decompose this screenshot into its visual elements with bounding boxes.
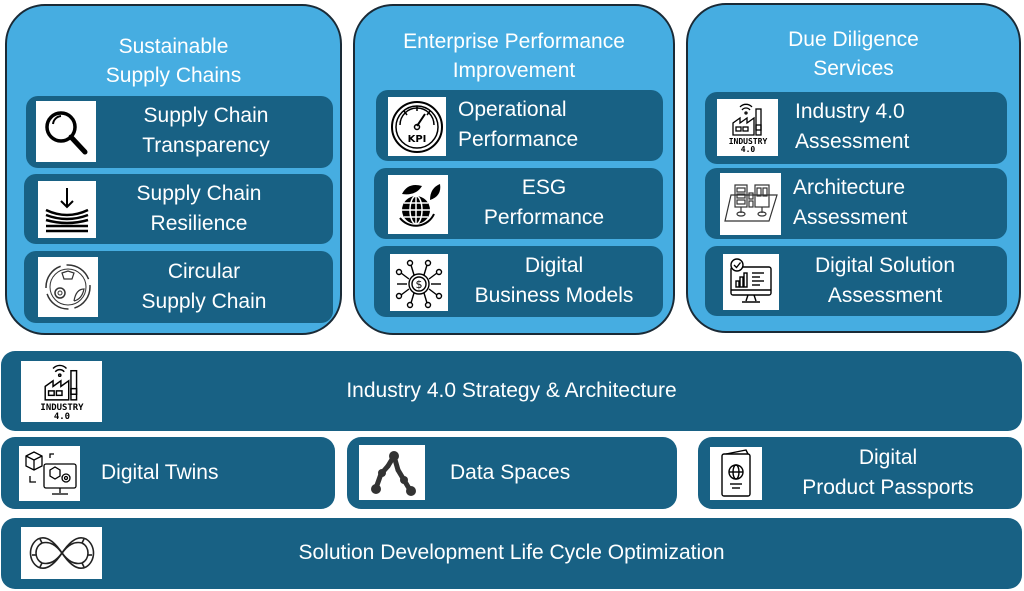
pillar-title: Enterprise Performance Improvement bbox=[403, 30, 625, 82]
pillar-title: Sustainable Supply Chains bbox=[105, 35, 242, 87]
svg-text:KPI: KPI bbox=[408, 134, 427, 145]
card-digital-business-models[interactable]: $ Digital Business Models bbox=[374, 246, 663, 317]
card-label: Architecture Assessment bbox=[793, 176, 908, 229]
magnifier-icon bbox=[36, 101, 96, 162]
digital-dollar-icon: $ bbox=[390, 254, 448, 311]
pillar-title: Due Diligence Services bbox=[788, 28, 919, 80]
card-label: Industry 4.0 Assessment bbox=[795, 100, 910, 153]
pillar-enterprise-performance: Enterprise Performance Improvement KPI O… bbox=[353, 4, 675, 335]
card-circular-supply-chain[interactable]: Circular Supply Chain bbox=[24, 251, 333, 323]
architecture-icon bbox=[720, 173, 781, 235]
svg-text:INDUSTRY: INDUSTRY bbox=[728, 137, 767, 146]
card-label: Supply Chain Resilience bbox=[136, 182, 262, 235]
bar-label: Data Spaces bbox=[450, 461, 571, 484]
dashboard-monitor-icon bbox=[723, 254, 779, 310]
svg-text:4.0: 4.0 bbox=[740, 145, 755, 153]
pillar-sustainable-supply-chains: Sustainable Supply Chains Supply Chain T… bbox=[5, 4, 342, 335]
resilience-icon bbox=[38, 181, 96, 238]
digital-twin-icon bbox=[19, 446, 80, 501]
bar-label: Digital Product Passports bbox=[802, 446, 974, 499]
card-label: Supply Chain Transparency bbox=[142, 104, 270, 157]
card-label: Circular Supply Chain bbox=[141, 260, 267, 313]
bar-digital-twins[interactable]: Digital Twins bbox=[1, 437, 335, 509]
network-nodes-icon bbox=[359, 445, 425, 500]
bar-label: Digital Twins bbox=[101, 461, 219, 484]
card-supply-chain-resilience[interactable]: Supply Chain Resilience bbox=[24, 174, 333, 244]
bar-label: Solution Development Life Cycle Optimiza… bbox=[298, 541, 725, 564]
esg-globe-icon bbox=[388, 175, 448, 234]
card-label: Digital Business Models bbox=[474, 254, 634, 307]
svg-text:4.0: 4.0 bbox=[53, 411, 69, 419]
bar-label: Industry 4.0 Strategy & Architecture bbox=[346, 379, 677, 402]
card-label: Operational Performance bbox=[458, 98, 579, 151]
bar-digital-product-passports[interactable]: Digital Product Passports bbox=[698, 437, 1022, 509]
svg-text:INDUSTRY: INDUSTRY bbox=[40, 402, 84, 412]
kpi-gauge-icon: KPI bbox=[388, 97, 446, 156]
card-architecture-assessment[interactable]: Architecture Assessment bbox=[705, 168, 1007, 239]
svg-text:$: $ bbox=[416, 278, 423, 291]
bar-lifecycle-optimization[interactable]: Solution Development Life Cycle Optimiza… bbox=[1, 518, 1022, 589]
card-label: Digital Solution Assessment bbox=[814, 254, 956, 307]
infinity-loop-icon bbox=[21, 527, 102, 579]
card-operational-performance[interactable]: KPI Operational Performance bbox=[376, 90, 663, 161]
card-esg-performance[interactable]: ESG Performance bbox=[374, 168, 663, 239]
passport-icon bbox=[710, 447, 762, 500]
bar-data-spaces[interactable]: Data Spaces bbox=[347, 437, 677, 509]
circular-economy-icon bbox=[38, 257, 98, 317]
card-supply-chain-transparency[interactable]: Supply Chain Transparency bbox=[26, 96, 333, 168]
card-label: ESG Performance bbox=[483, 176, 605, 229]
card-digital-solution-assessment[interactable]: Digital Solution Assessment bbox=[705, 246, 1007, 316]
